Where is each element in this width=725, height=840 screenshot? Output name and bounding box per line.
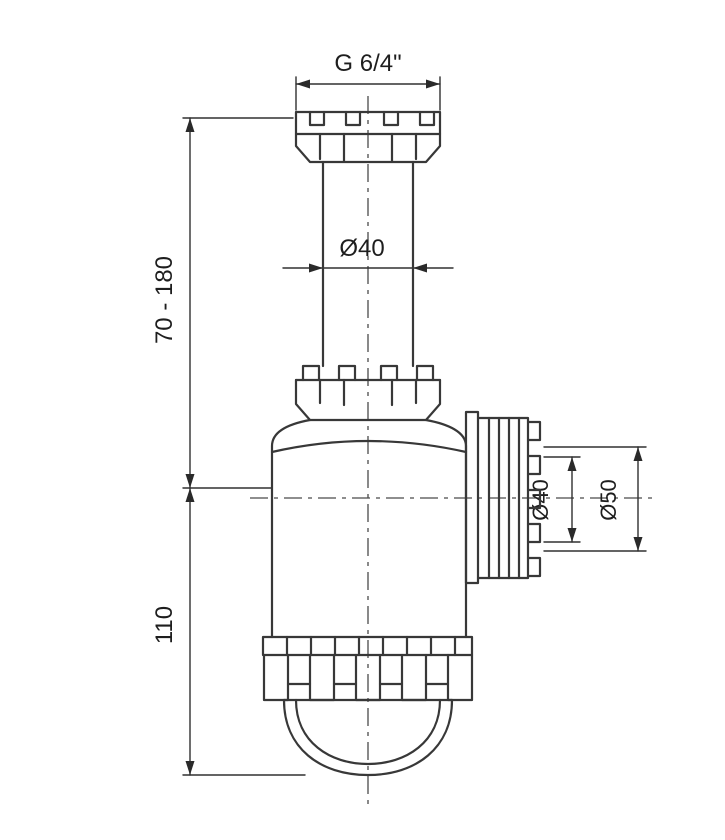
inlet-pipe xyxy=(321,160,415,368)
dimension-arrow-icon xyxy=(185,761,195,775)
bottom-dome-cup xyxy=(282,698,454,777)
dimension-arrow-icon xyxy=(567,457,577,471)
height-dimensions: 70 - 180 110 xyxy=(151,117,306,776)
trap-body xyxy=(270,418,468,639)
dimension-arrow-icon xyxy=(185,118,195,132)
adjustable-height-label: 70 - 180 xyxy=(151,256,178,344)
outlet-inner-diameter-dimension: Ø40 xyxy=(528,456,581,543)
dimension-arrow-icon xyxy=(185,474,195,488)
dimension-arrow-icon xyxy=(426,79,440,89)
outlet-outer-diameter-dimension: Ø50 xyxy=(543,446,647,552)
centerlines xyxy=(250,96,652,806)
thread-size-label: G 6/4" xyxy=(334,50,401,77)
pipe-diameter-label: Ø40 xyxy=(339,235,384,262)
middle-union-nut xyxy=(294,364,442,422)
dimension-arrow-icon xyxy=(309,263,323,273)
bottom-union-nut xyxy=(261,635,474,702)
pipe-diameter-dimension: Ø40 xyxy=(282,235,454,273)
dimension-arrow-icon xyxy=(567,528,577,542)
dimension-arrow-icon xyxy=(633,537,643,551)
dimension-arrow-icon xyxy=(413,263,427,273)
body-height-label: 110 xyxy=(151,606,178,644)
dimension-arrow-icon xyxy=(633,447,643,461)
dimension-arrow-icon xyxy=(296,79,310,89)
thread-size-dimension: G 6/4" xyxy=(295,50,441,111)
dimension-arrow-icon xyxy=(185,488,195,502)
outlet-connector xyxy=(464,410,542,585)
outlet-outer-diameter-label: Ø50 xyxy=(596,479,621,521)
top-union-nut xyxy=(294,110,442,164)
